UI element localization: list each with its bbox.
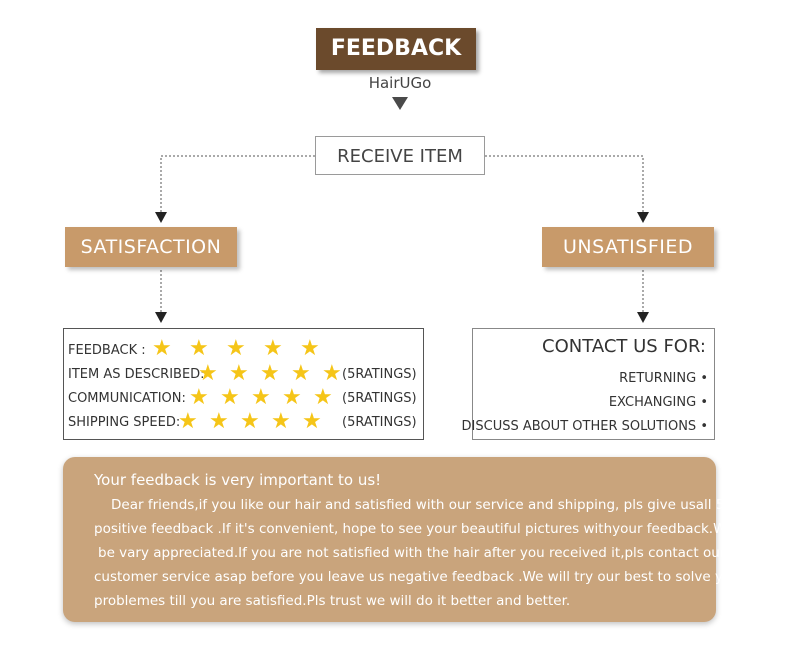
star-icon: ★ bbox=[229, 361, 249, 386]
bullet-icon: • bbox=[700, 419, 708, 434]
down-triangle-icon bbox=[392, 97, 408, 110]
contact-item-returning: RETURNING • bbox=[619, 371, 708, 386]
star-icon: ★ bbox=[291, 361, 311, 386]
rating-suffix-communication: (5RATINGS) bbox=[342, 391, 417, 406]
arrowhead-right bbox=[637, 212, 649, 223]
star-icon: ★ bbox=[189, 336, 209, 361]
contact-item-discuss-label: DISCUSS ABOUT OTHER SOLUTIONS bbox=[461, 419, 697, 434]
star-icon: ★ bbox=[263, 336, 283, 361]
star-icon: ★ bbox=[251, 385, 271, 410]
star-icon: ★ bbox=[260, 361, 280, 386]
receive-item-node: RECEIVE ITEM bbox=[315, 136, 485, 175]
rating-label-feedback: FEEDBACK : bbox=[68, 343, 146, 358]
connector-left bbox=[160, 155, 315, 213]
note-line: be vary appreciated.If you are not satis… bbox=[98, 545, 726, 561]
star-icon: ★ bbox=[322, 361, 342, 386]
feedback-banner: FEEDBACK bbox=[316, 28, 476, 70]
bullet-icon: • bbox=[700, 395, 708, 410]
note-line: problemes till you are satisfied.Pls tru… bbox=[94, 593, 571, 609]
rating-label-communication: COMMUNICATION: bbox=[68, 391, 186, 406]
rating-suffix-shipping: (5RATINGS) bbox=[342, 415, 417, 430]
contact-item-discuss: DISCUSS ABOUT OTHER SOLUTIONS • bbox=[462, 419, 708, 434]
contact-item-exchanging: EXCHANGING • bbox=[609, 395, 708, 410]
star-icon: ★ bbox=[271, 409, 291, 434]
note-line: positive feedback .If it's convenient, h… bbox=[94, 521, 761, 537]
contact-title: CONTACT US FOR: bbox=[542, 336, 706, 357]
star-icon: ★ bbox=[189, 385, 209, 410]
star-icon: ★ bbox=[282, 385, 302, 410]
brand-name: HairUGo bbox=[368, 74, 432, 92]
star-icon: ★ bbox=[178, 409, 198, 434]
star-icon: ★ bbox=[209, 409, 229, 434]
star-icon: ★ bbox=[313, 385, 333, 410]
star-icon: ★ bbox=[302, 409, 322, 434]
rating-label-shipping-speed: SHIPPING SPEED: bbox=[68, 415, 181, 430]
rating-label-item-as-described: ITEM AS DESCRIBED: bbox=[68, 367, 205, 382]
rating-suffix-item: (5RATINGS) bbox=[342, 367, 417, 382]
contact-box: CONTACT US FOR: RETURNING • EXCHANGING •… bbox=[462, 328, 715, 440]
star-icon: ★ bbox=[300, 336, 320, 361]
note-heading: Your feedback is very important to us! bbox=[94, 471, 382, 489]
star-icon: ★ bbox=[226, 336, 246, 361]
contact-item-returning-label: RETURNING bbox=[619, 371, 697, 386]
ratings-box: FEEDBACK : ITEM AS DESCRIBED: COMMUNICAT… bbox=[63, 328, 424, 440]
star-icon: ★ bbox=[198, 361, 218, 386]
star-icon: ★ bbox=[240, 409, 260, 434]
feedback-note: Your feedback is very important to us! D… bbox=[63, 457, 762, 622]
arrowhead-right-down bbox=[637, 312, 649, 323]
connector-right bbox=[485, 155, 644, 213]
note-line: customer service asap before you leave u… bbox=[94, 569, 746, 585]
star-icon: ★ bbox=[220, 385, 240, 410]
star-icon: ★ bbox=[152, 336, 172, 361]
unsatisfied-node: UNSATISFIED bbox=[542, 227, 714, 267]
arrowhead-left-down bbox=[155, 312, 167, 323]
note-line: Dear friends,if you like our hair and sa… bbox=[111, 497, 762, 513]
arrowhead-left bbox=[155, 212, 167, 223]
contact-item-exchanging-label: EXCHANGING bbox=[608, 395, 697, 410]
bullet-icon: • bbox=[700, 371, 708, 386]
satisfaction-node: SATISFACTION bbox=[65, 227, 237, 267]
